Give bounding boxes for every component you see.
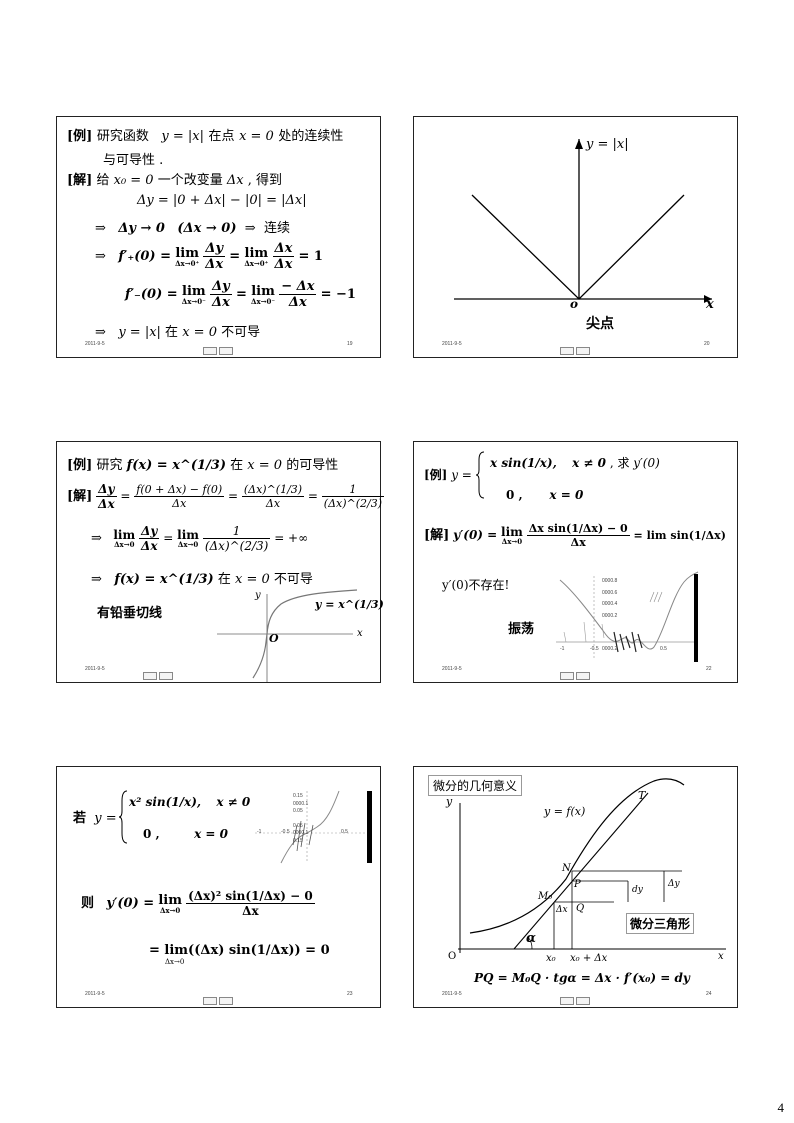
slide-number: 22 bbox=[706, 666, 712, 672]
osc-y-ticks: 0000.8 0000.6 0000.4 0000.2 0000.2 bbox=[602, 578, 618, 652]
slide-date: 2011-9-5 bbox=[442, 991, 462, 997]
x2-sin-graph bbox=[255, 790, 372, 864]
not-exist-line: y′(0)不存在! bbox=[442, 578, 510, 592]
case-2: 0 , x = 0 bbox=[143, 827, 228, 841]
graph-y-label: y bbox=[255, 590, 261, 601]
oscillation-caption: 振荡 bbox=[508, 622, 535, 637]
graph-func-label: y = |x| bbox=[586, 137, 629, 152]
origin-label: O bbox=[448, 951, 457, 962]
example-line: [例] 研究 f(x) = x^(1/3) 在 x = 0 的可导性 bbox=[67, 458, 339, 473]
slide-title: 微分的几何意义 bbox=[428, 775, 523, 796]
case-1: x sin(1/x), x ≠ 0 , 求 y′(0) bbox=[490, 456, 660, 470]
x-axis-label: x bbox=[718, 951, 724, 962]
solution-line: [解] 给 x₀ = 0 一个改变量 Δx , 得到 bbox=[67, 173, 283, 188]
x2sin-x-tick-2: -0.5 bbox=[281, 829, 290, 835]
func-label: y = f(x) bbox=[544, 805, 586, 818]
slide-nav-buttons[interactable] bbox=[560, 347, 592, 356]
slide-nav-buttons[interactable] bbox=[560, 997, 592, 1006]
point-q-label: Q bbox=[576, 903, 585, 914]
alpha-label: α bbox=[526, 931, 537, 946]
osc-x-tick-2: -0.5 bbox=[590, 646, 599, 652]
slide-number: 24 bbox=[706, 991, 712, 997]
tangent-label: T bbox=[638, 789, 646, 802]
osc-x-tick-1: -1 bbox=[560, 646, 565, 652]
cube-root-graph bbox=[217, 589, 358, 682]
slide-number: 20 bbox=[704, 341, 710, 347]
delta-y-formula: Δy = |0 + Δx| − |0| = |Δx| bbox=[137, 193, 307, 208]
slide-nav-buttons[interactable] bbox=[203, 347, 235, 356]
y-axis-label: y bbox=[446, 795, 453, 808]
point-m0-label: M₀ bbox=[538, 891, 553, 902]
slide-nav-buttons[interactable] bbox=[560, 672, 592, 681]
cusp-caption: 尖点 bbox=[586, 316, 614, 332]
piecewise-brace bbox=[475, 451, 485, 499]
slide-date: 2011-9-5 bbox=[442, 341, 462, 347]
origin-label: o bbox=[570, 297, 579, 311]
graph-x-label: x bbox=[357, 628, 363, 639]
slide-date: 2011-9-5 bbox=[85, 341, 105, 347]
slide-date: 2011-9-5 bbox=[85, 991, 105, 997]
x0-plus-dx-label: x₀ + Δx bbox=[570, 953, 608, 964]
slide-19: [例] 研究函数 y = |x| 在点 x = 0 处的连续性 与可导性 . [… bbox=[56, 116, 381, 358]
differential-diagram bbox=[458, 778, 726, 953]
osc-x-tick-3: 0.5 bbox=[660, 646, 667, 652]
case-2: 0 , x = 0 bbox=[506, 488, 584, 502]
x0-label: x₀ bbox=[546, 953, 556, 964]
line-2: 与可导性 . bbox=[103, 153, 164, 168]
slide-24: 微分的几何意义 y y = f(x) T N P M₀ Q dy Δy Δx α… bbox=[413, 766, 738, 1008]
slide-number: 19 bbox=[347, 341, 353, 347]
x2sin-x-tick-3: 0.5 bbox=[341, 829, 348, 835]
graph-origin-label: O bbox=[269, 632, 279, 645]
slide-21: [例] 研究 f(x) = x^(1/3) 在 x = 0 的可导性 [解] Δ… bbox=[56, 441, 385, 683]
graph-func-label: y = x^(1/3) bbox=[315, 598, 384, 611]
x2sin-x-tick-1: -1 bbox=[257, 829, 262, 835]
slide-nav-buttons[interactable] bbox=[143, 672, 175, 681]
example-tag: [例] y = bbox=[424, 468, 472, 482]
example-tag: [例] 研究函数 y = |x| 在点 x = 0 处的连续性 bbox=[67, 129, 344, 144]
abs-value-graph bbox=[454, 139, 712, 303]
if-line: 若 y = bbox=[73, 811, 117, 826]
point-p-label: P bbox=[574, 879, 581, 890]
conclusion-line: ⇒ y = |x| 在 x = 0 不可导 bbox=[95, 325, 261, 340]
vertical-tangent-caption: 有铅垂切线 bbox=[97, 606, 163, 621]
slide-22: [例] y = x sin(1/x), x ≠ 0 , 求 y′(0) 0 , … bbox=[413, 441, 738, 683]
page-number: 4 bbox=[777, 1100, 785, 1115]
delta-x-label: Δx bbox=[556, 905, 568, 915]
triangle-caption: 微分三角形 bbox=[626, 913, 695, 934]
case-1: x² sin(1/x), x ≠ 0 bbox=[129, 795, 251, 809]
x-axis-label: x bbox=[706, 297, 714, 312]
piecewise-brace bbox=[118, 790, 128, 844]
oscillation-graph bbox=[556, 571, 699, 662]
result-line: = lim((Δx) sin(1/Δx)) = 0 Δx→0 bbox=[149, 943, 330, 966]
dy-label: dy bbox=[632, 885, 643, 895]
formula: PQ = M₀Q · tgα = Δx · f′(x₀) = dy bbox=[474, 971, 690, 985]
continuity-line: ⇒ Δy → 0 (Δx → 0) ⇒ 连续 bbox=[95, 221, 290, 236]
slide-20: y = |x| o x 尖点 2011-9-5 20 bbox=[413, 116, 738, 358]
slide-date: 2011-9-5 bbox=[442, 666, 462, 672]
point-n-label: N bbox=[562, 863, 571, 874]
x2sin-y-ticks: 0.15 0000.1 0.05 0.05 0000.1 0.15 bbox=[293, 793, 309, 844]
slide-23: 若 y = x² sin(1/x), x ≠ 0 0 , x = 0 0.15 … bbox=[56, 766, 381, 1008]
slide-date: 2011-9-5 bbox=[85, 666, 105, 672]
slide-number: 23 bbox=[347, 991, 353, 997]
delta-y-label: Δy bbox=[668, 879, 680, 889]
conclusion-line: ⇒ f(x) = x^(1/3) 在 x = 0 不可导 bbox=[91, 572, 313, 587]
slide-nav-buttons[interactable] bbox=[203, 997, 235, 1006]
